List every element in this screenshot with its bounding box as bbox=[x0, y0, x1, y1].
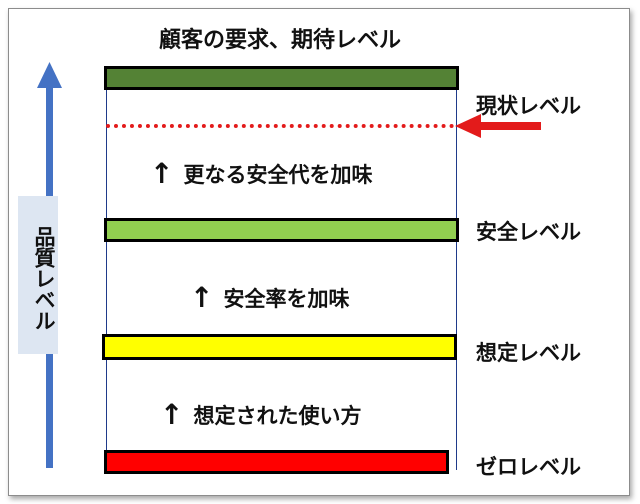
safety-rate-text: ↑ 安全率を加味 bbox=[190, 280, 350, 314]
safety-level-label: 安全レベル bbox=[476, 220, 581, 244]
safety-level-bar bbox=[104, 218, 459, 242]
safety-margin-label: 更なる安全代を加味 bbox=[183, 163, 373, 187]
level-column bbox=[106, 72, 457, 470]
safety-rate-label: 安全率を加味 bbox=[223, 287, 350, 311]
zero-level-label: ゼロレベル bbox=[476, 455, 581, 479]
usage-label: 想定された使い方 bbox=[193, 404, 362, 428]
customer-expectation-bar bbox=[104, 66, 459, 90]
assumed-level-bar bbox=[102, 334, 457, 360]
up-arrow-icon: ↑ bbox=[160, 398, 184, 431]
up-arrow-icon: ↑ bbox=[150, 157, 174, 190]
quality-level-label: 品質レベル bbox=[32, 225, 56, 331]
diagram-title: 顧客の要求、期待レベル bbox=[158, 28, 401, 53]
current-level-label: 現状レベル bbox=[476, 94, 581, 118]
safety-margin-text: ↑ 更なる安全代を加味 bbox=[150, 156, 373, 190]
up-arrow-icon: ↑ bbox=[190, 281, 214, 314]
quality-level-label-box: 品質レベル bbox=[18, 196, 58, 354]
red-left-arrow-icon bbox=[455, 114, 541, 138]
zero-level-bar bbox=[104, 450, 449, 474]
usage-text: ↑ 想定された使い方 bbox=[160, 397, 362, 431]
assumed-level-label: 想定レベル bbox=[476, 341, 581, 365]
current-level-line bbox=[106, 124, 454, 128]
